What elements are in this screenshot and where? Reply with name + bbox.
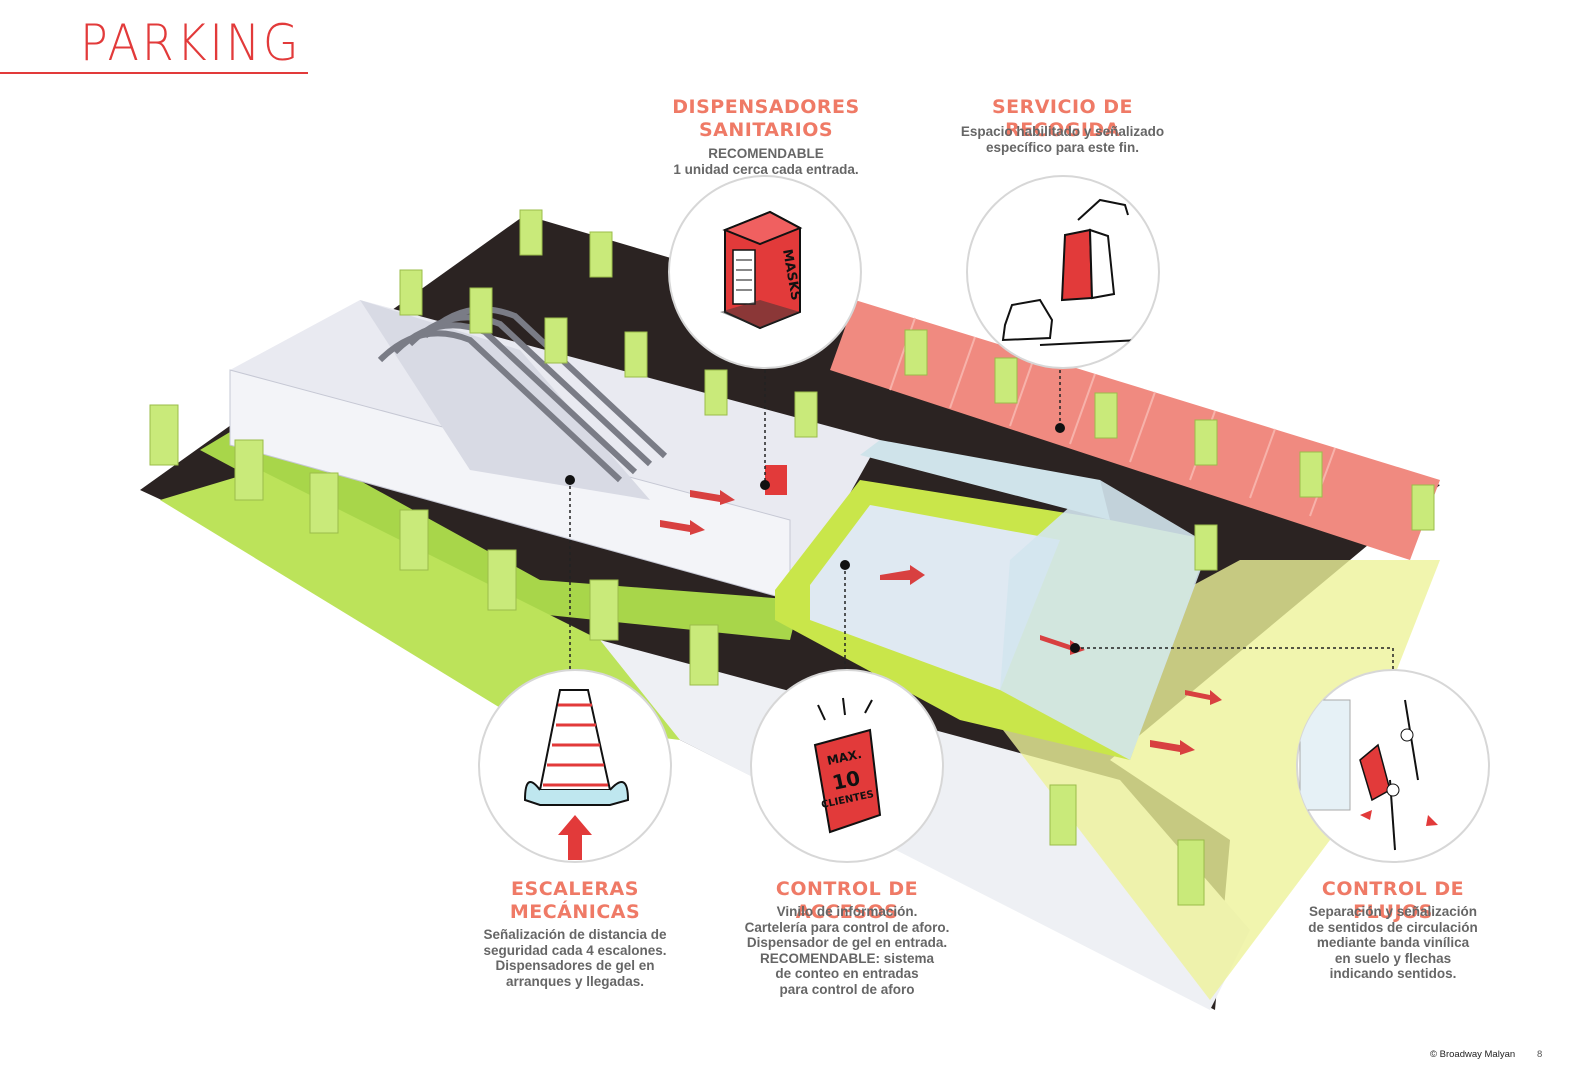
dispensadores-description: RECOMENDABLE 1 unidad cerca cada entrada…	[673, 146, 859, 177]
callout-circle-escaleras	[478, 669, 672, 863]
page-title: PARKING	[80, 14, 302, 72]
escaleras-description: Señalización de distancia de seguridad c…	[483, 927, 667, 989]
copyright: © Broadway Malyan	[1430, 1049, 1516, 1060]
recogida-description: Espacio habilitado y señalizado específi…	[960, 124, 1165, 155]
callout-circle-accesos: MAX. 10 CLIENTES	[750, 669, 944, 863]
flujos-title: CONTROL DE FLUJOS	[1321, 878, 1465, 923]
escalator-sketch	[523, 689, 630, 860]
svg-text:10: 10	[830, 766, 862, 795]
accesos-title: CONTROL DE ACCESOS	[775, 878, 919, 923]
flujos-description: Separación y señalización de sentidos de…	[1308, 904, 1478, 981]
pickup-sketch	[1001, 198, 1141, 346]
escalator-well	[360, 300, 650, 500]
leader-lines	[569, 370, 1394, 670]
title-underline	[0, 72, 308, 74]
max-capacity-sign-sketch: MAX. 10 CLIENTES	[813, 697, 882, 834]
leader-dots	[565, 423, 1080, 653]
page-number: 8	[1537, 1049, 1543, 1060]
accesos-description: Vinilo de información. Cartelería para c…	[744, 904, 950, 997]
up-arrow-icon	[558, 815, 592, 860]
callout-circle-dispensadores: MASKS	[668, 175, 862, 369]
escaleras-title: ESCALERAS MECÁNICAS	[509, 878, 641, 923]
callout-circle-recogida	[966, 175, 1160, 369]
flow-control-sketch	[1299, 699, 1438, 851]
recogida-title: SERVICIO DE RECOGIDA	[991, 96, 1134, 141]
dispensadores-title: DISPENSADORES SANITARIOS	[672, 96, 860, 141]
callout-circle-flujos	[1296, 669, 1490, 863]
masks-dispenser-sketch: MASKS	[720, 210, 803, 330]
parking-columns	[149, 209, 1435, 906]
pickup-zone	[830, 300, 1440, 560]
sanitizer-dispenser	[765, 465, 787, 495]
